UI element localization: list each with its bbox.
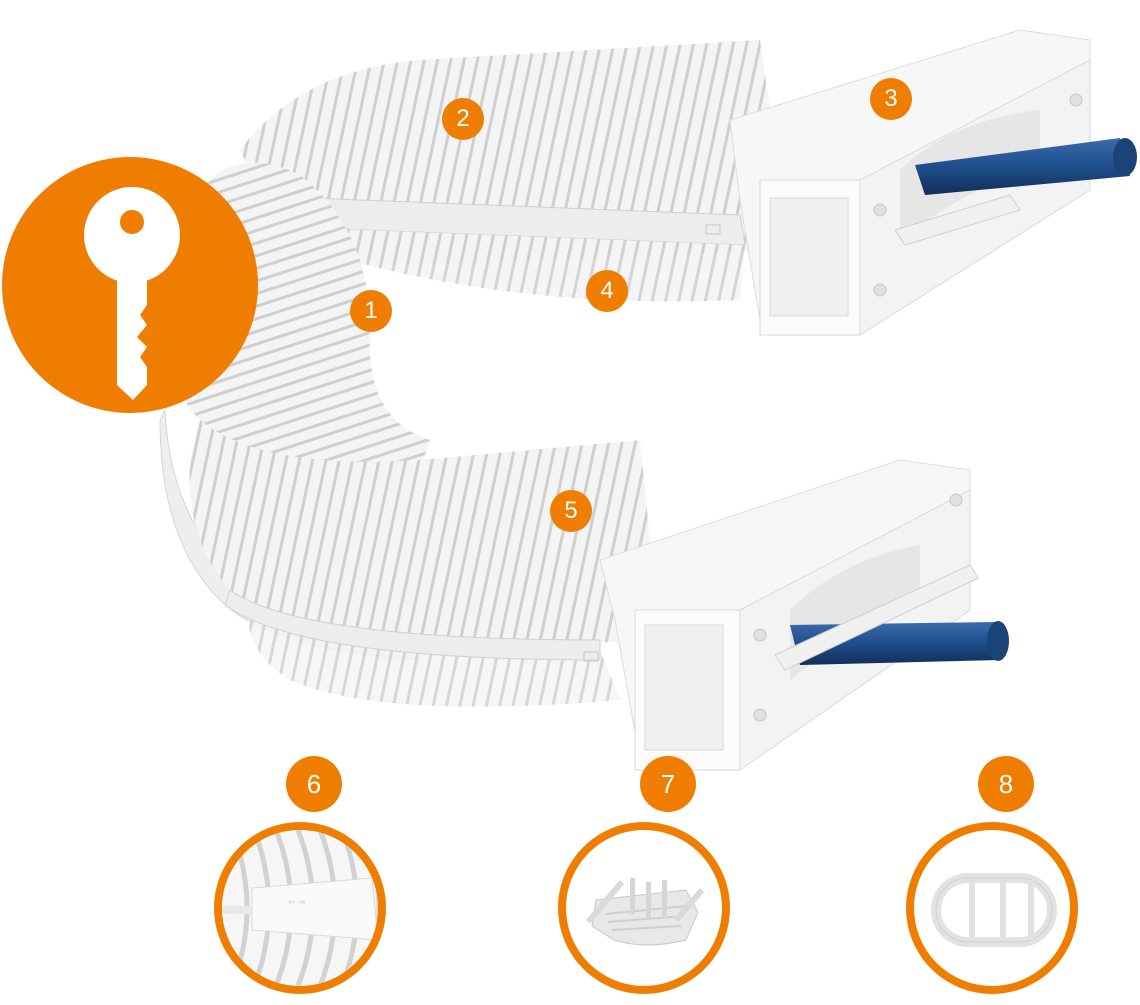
detail-number: 7 (660, 769, 676, 799)
detail-number: 8 (998, 769, 1014, 799)
callout-number: 2 (456, 105, 470, 132)
detail-circle-6: ⇐ ⇒ (214, 822, 386, 994)
key-icon (2, 157, 258, 413)
callout-3: 3 (870, 78, 912, 120)
upper-blue-rod (894, 138, 1137, 246)
callout-number: 5 (564, 497, 578, 524)
detail-number: 6 (306, 769, 322, 799)
callout-1: 1 (350, 290, 392, 332)
strain-relief-insert-icon (585, 878, 705, 946)
detail-badge-7: 7 (640, 756, 696, 812)
detail-badge-6: 6 (286, 756, 342, 812)
upper-end-connector (705, 29, 1091, 336)
callout-5: 5 (550, 490, 592, 532)
key-badge (2, 157, 258, 413)
lower-blue-rod (774, 564, 1009, 671)
lower-end-connector (583, 459, 971, 771)
upper-chain-section (234, 40, 790, 302)
callout-2: 2 (442, 98, 484, 140)
detail-badge-8: 8 (978, 756, 1034, 812)
callout-number: 1 (364, 297, 378, 324)
svg-text:⇐ ⇒: ⇐ ⇒ (288, 897, 306, 907)
callout-4: 4 (586, 270, 628, 312)
detail-circle-8 (906, 822, 1078, 994)
slider-closure-icon: ⇐ ⇒ (222, 830, 378, 986)
separator-icon (931, 873, 1057, 947)
callout-number: 3 (884, 85, 898, 112)
lower-chain-section (189, 420, 660, 707)
callout-number: 4 (600, 277, 614, 304)
detail-circle-7 (558, 822, 730, 994)
